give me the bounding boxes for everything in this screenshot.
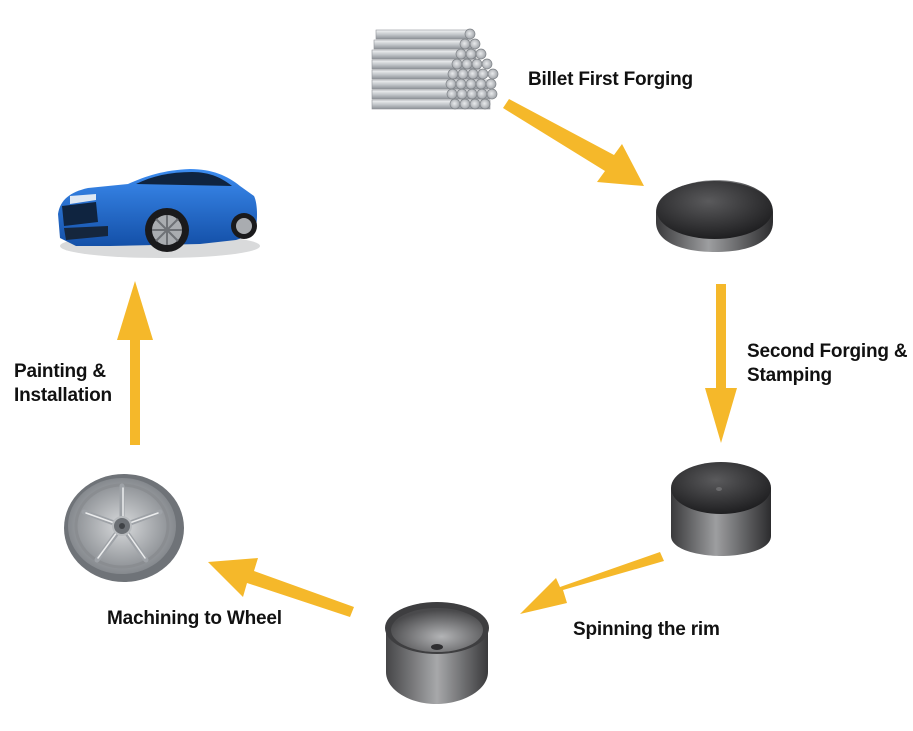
step-label-painting-line1: Painting & — [14, 361, 106, 382]
step-label-painting-line2: Installation — [14, 385, 112, 406]
arrow-billet-to-disc — [503, 99, 644, 186]
steel-bars-icon — [371, 28, 499, 110]
step-label-spinning-the-rim: Spinning the rim — [573, 619, 720, 640]
arrow-disc-to-blank — [705, 284, 737, 443]
wheel-icon — [64, 474, 184, 582]
forged-disc-icon — [656, 180, 773, 252]
spun-rim-icon — [385, 602, 489, 704]
step-label-second-forging-line2: Stamping — [747, 365, 832, 386]
arrow-wheel-to-car — [117, 281, 153, 445]
stamped-blank-icon — [671, 462, 771, 556]
step-label-second-forging-line1: Second Forging & — [747, 341, 908, 362]
step-label-machining-to-wheel: Machining to Wheel — [107, 608, 282, 629]
step-label-billet-first-forging: Billet First Forging — [528, 69, 693, 90]
blue-car-icon — [58, 169, 260, 258]
arrow-blank-to-spun — [520, 552, 664, 614]
arrow-spun-to-wheel — [208, 558, 354, 617]
